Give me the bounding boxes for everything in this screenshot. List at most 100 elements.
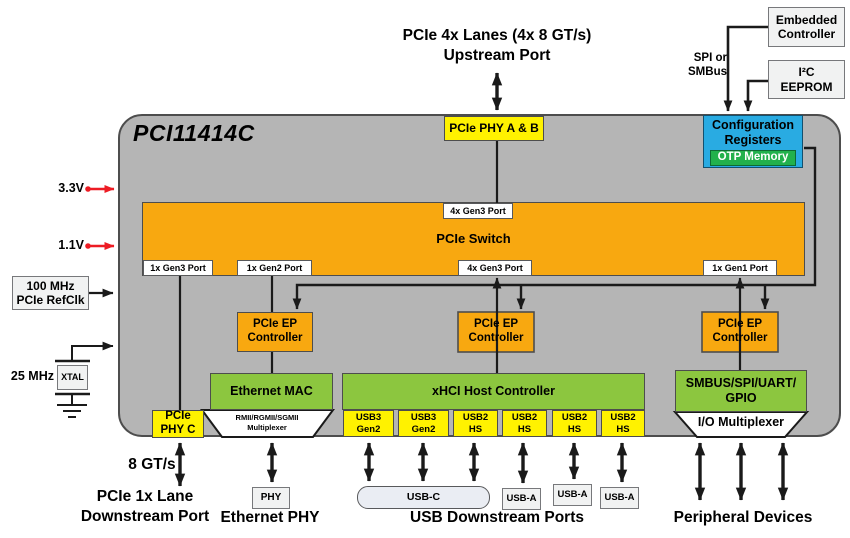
usb-port-box-4: USB2 HS [502, 410, 547, 437]
embedded-controller-line2: Controller [777, 27, 836, 41]
usb-port-box-2: USB3 Gen2 [398, 410, 449, 437]
ep2-line2: Controller [468, 332, 524, 344]
1v1-dot [85, 243, 91, 249]
xtal-box: XTAL [57, 365, 88, 390]
smbus-line2: GPIO [725, 391, 757, 405]
usb2-line1: USB3 [410, 412, 437, 424]
usb-downstream-label: USB Downstream Ports [390, 508, 604, 528]
downstream-port-label: PCIe 1x Lane Downstream Port [60, 487, 230, 527]
pcie-phy-ab-box: PCIe PHY A & B [444, 116, 544, 141]
port-gen3-label: 1x Gen3 Port [150, 262, 206, 273]
ethernet-mac-box: Ethernet MAC [210, 373, 333, 410]
peripheral-devices-label: Peripheral Devices [660, 508, 826, 528]
usb-port-box-1: USB3 Gen2 [343, 410, 394, 437]
phy-box-text: PHY [260, 492, 282, 504]
usb-downstream-text: USB Downstream Ports [410, 509, 584, 526]
usb1-line1: USB3 [355, 412, 382, 424]
usb6-line1: USB2 [610, 412, 636, 424]
usb5-line2: HS [567, 423, 582, 435]
eeprom-line2: EEPROM [780, 79, 833, 94]
voltage-3v3-label: 3.3V [40, 181, 84, 196]
usba2-text: USB-A [557, 489, 588, 501]
usb-c-connector: USB-C [357, 486, 490, 509]
usb3-line1: USB2 [462, 412, 489, 424]
port-1x-gen1: 1x Gen1 Port [703, 260, 777, 276]
eeprom-box: I²C EEPROM [768, 60, 845, 99]
usb1-line2: Gen2 [356, 423, 381, 435]
voltage-1v1-label: 1.1V [40, 238, 84, 253]
downstream-line1: PCIe 1x Lane [96, 488, 194, 505]
ep3-line2: Controller [712, 332, 768, 344]
port-gen2-label: 1x Gen2 Port [246, 262, 303, 273]
usb2-line2: Gen2 [411, 423, 436, 435]
usb-a-connector-2: USB-A [553, 484, 592, 506]
ep3-line1: PCIe EP [717, 318, 763, 331]
otp-label: OTP Memory [717, 151, 789, 164]
phy-c-line1: PCIe [165, 410, 191, 423]
usb4-line2: HS [517, 423, 532, 435]
port-top-4x-gen3: 4x Gen3 Port [443, 203, 513, 219]
ep-controller-3: PCIe EP Controller [702, 312, 778, 352]
refclk-box: 100 MHz PCIe RefClk [12, 276, 89, 310]
xtal-freq-text: 25 MHz [10, 369, 54, 383]
upstream-port-label: PCIe 4x Lanes (4x 8 GT/s) Upstream Port [380, 26, 614, 66]
port-gen1-label: 1x Gen1 Port [712, 262, 768, 273]
smbus-spi-uart-gpio-box: SMBUS/SPI/UART/ GPIO [675, 370, 807, 412]
ep1-line1: PCIe EP [252, 318, 298, 331]
smbus-line1: SMBUS/SPI/UART/ [685, 376, 797, 391]
usb6-line2: HS [616, 423, 630, 435]
upstream-line1: PCIe 4x Lanes (4x 8 GT/s) [402, 27, 592, 44]
port-gen3b-label: 4x Gen3 Port [467, 262, 523, 273]
usb-port-box-5: USB2 HS [552, 410, 597, 437]
ep-controller-1: PCIe EP Controller [237, 312, 313, 352]
io-mux-text: I/O Multiplexer [697, 415, 785, 429]
peripheral-text: Peripheral Devices [673, 509, 813, 526]
xhci-host-controller-box: xHCI Host Controller [342, 373, 645, 410]
8gts-label: 8 GT/s [118, 455, 186, 475]
io-mux-label: I/O Multiplexer [685, 415, 797, 429]
rmii-mux-label: RMII/RGMII/SGMII Multiplexer [212, 413, 322, 433]
config-line2: Registers [724, 132, 782, 147]
usbc-text: USB-C [406, 491, 441, 504]
xhci-label: xHCI Host Controller [432, 384, 555, 399]
usb-a-connector-1: USB-A [502, 488, 541, 510]
usb-a-connector-3: USB-A [600, 487, 639, 509]
ep-controller-2: PCIe EP Controller [458, 312, 534, 352]
config-line1: Configuration [712, 118, 794, 132]
wire-eeprom-config [743, 79, 768, 112]
usba1-text: USB-A [506, 493, 537, 505]
rmii-mux-line1: RMII/RGMII/SGMII [235, 413, 299, 422]
spi-smbus-line2: SMBus [688, 65, 727, 78]
ep1-line2: Controller [247, 332, 303, 344]
port-top-label: 4x Gen3 Port [450, 205, 506, 216]
downstream-line2: Downstream Port [80, 507, 210, 525]
port-1x-gen3: 1x Gen3 Port [143, 260, 213, 276]
ethernet-mac-label: Ethernet MAC [230, 384, 313, 399]
ethernet-phy-label: Ethernet PHY [200, 508, 340, 528]
usb-port-box-6: USB2 HS [601, 410, 645, 437]
wire-embedded-config [723, 25, 768, 112]
ground-symbol [57, 404, 87, 418]
otp-memory-box: OTP Memory [710, 150, 796, 166]
xtal-freq-label: 25 MHz [8, 369, 54, 384]
upstream-line2: Upstream Port [443, 46, 551, 64]
usb4-line1: USB2 [511, 412, 538, 424]
xtal-text: XTAL [61, 372, 84, 383]
chip-title: PCI11414C [133, 120, 255, 146]
refclk-line2: PCIe RefClk [16, 293, 85, 307]
phy-ab-label: PCIe PHY A & B [449, 121, 539, 136]
rmii-mux-line2: Multiplexer [247, 422, 287, 432]
ethernet-phy-box: PHY [252, 487, 290, 509]
spi-smbus-label: SPI or SMBus [655, 52, 727, 80]
usb5-line1: USB2 [561, 412, 588, 424]
3v3-dot [85, 186, 91, 192]
v11-text: 1.1V [58, 238, 84, 252]
phy-c-line2: PHY C [160, 424, 196, 436]
embedded-controller-line1: Embedded [775, 12, 838, 27]
refclk-line1: 100 MHz [26, 278, 75, 293]
embedded-controller-box: Embedded Controller [768, 7, 845, 47]
eeprom-line1: I²C [798, 65, 815, 80]
ethernet-phy-text: Ethernet PHY [220, 509, 320, 526]
spi-smbus-line1: SPI or [693, 52, 727, 64]
